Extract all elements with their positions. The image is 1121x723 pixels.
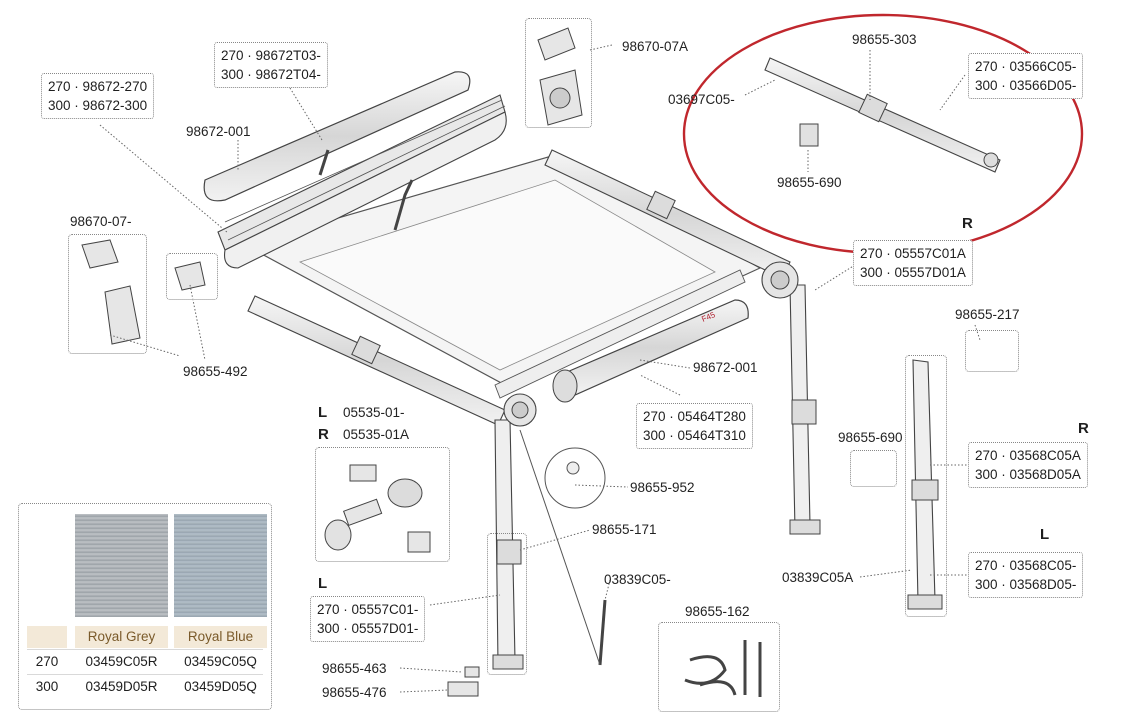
side-L-bar: L bbox=[318, 575, 328, 592]
box-line: 270 · 05557C01- bbox=[317, 602, 419, 617]
label-98655-217: 98655-217 bbox=[955, 307, 1020, 322]
label-98655-303: 98655-303 bbox=[852, 32, 917, 47]
box-line: 270 · 03566C05- bbox=[975, 59, 1077, 74]
frame-spare-leg bbox=[905, 355, 947, 617]
label-03839C05A: 03839C05A bbox=[782, 570, 854, 585]
table-cell: 270 bbox=[35, 654, 59, 669]
support-arm bbox=[764, 57, 1001, 173]
frame-bracket-kit bbox=[315, 447, 450, 562]
side-R-kit: R bbox=[318, 426, 329, 443]
rear-tube bbox=[544, 149, 791, 279]
foot-plate bbox=[447, 681, 479, 697]
label-98670-07: 98670-07- bbox=[70, 214, 132, 229]
leader-lines bbox=[99, 44, 981, 693]
label-98655-171: 98655-171 bbox=[592, 522, 657, 537]
side-L-leg: L bbox=[1040, 526, 1050, 543]
table-cell: 03459C05Q bbox=[184, 654, 257, 669]
table-cell: 03459D05Q bbox=[184, 679, 257, 694]
right-leg bbox=[761, 261, 821, 535]
box-line: 270 · 05464T280 bbox=[643, 409, 746, 424]
swatch-royal-grey bbox=[75, 514, 168, 617]
table-header-royal-blue: Royal Blue bbox=[174, 626, 267, 648]
left-leg bbox=[492, 393, 537, 670]
box-line: 300 · 03566D05- bbox=[975, 78, 1077, 93]
box-line: 300 · 05464T310 bbox=[643, 428, 746, 443]
tie-cord bbox=[519, 429, 601, 666]
front-profile-tube: F45 bbox=[552, 299, 749, 403]
awning-fabric-inner bbox=[298, 179, 716, 371]
label-98655-690-right: 98655-690 bbox=[838, 430, 903, 445]
table-header-cell bbox=[27, 626, 67, 648]
label-98655-492: 98655-492 bbox=[183, 364, 248, 379]
roller-drum bbox=[494, 269, 746, 399]
spare-leg bbox=[907, 359, 943, 610]
box-line: 300 · 98672T04- bbox=[221, 67, 321, 82]
side-L-kit: L bbox=[318, 404, 328, 421]
box-line: 300 · 05557D01- bbox=[317, 621, 419, 636]
table-cell: 03459D05R bbox=[85, 679, 158, 694]
frame-stakes bbox=[658, 622, 780, 712]
label-05535-01A: 05535-01A bbox=[343, 427, 410, 442]
box-arm-top-right: 270 · 03566C05- 300 · 03566D05- bbox=[968, 53, 1084, 99]
bracket-kit bbox=[324, 464, 431, 553]
box-fabric-case-left: 270 · 98672-270 300 · 98672-300 bbox=[41, 73, 155, 119]
box-leg-R: 270 · 03568C05A 300 · 03568D05A bbox=[968, 442, 1088, 488]
frame-cap-top bbox=[525, 18, 592, 128]
label-03839C05: 03839C05- bbox=[604, 572, 671, 587]
box-line: 270 · 05557C01A bbox=[860, 246, 966, 261]
swatch-royal-blue bbox=[174, 514, 267, 617]
box-fabric-case-top: 270 · 98672T03- 300 · 98672T04- bbox=[214, 42, 328, 88]
label-98672-001-top: 98672-001 bbox=[186, 124, 251, 139]
label-98655-463: 98655-463 bbox=[322, 661, 387, 676]
frame-leg-center bbox=[487, 533, 527, 675]
label-03697C05: 03697C05- bbox=[668, 92, 735, 107]
label-98655-162: 98655-162 bbox=[685, 604, 750, 619]
box-line: 300 · 05557D01A bbox=[860, 265, 966, 280]
cassette-cover bbox=[203, 71, 507, 269]
box-front-profile: 270 · 05464T280 300 · 05464T310 bbox=[636, 403, 753, 449]
label-98655-690-top: 98655-690 bbox=[777, 175, 842, 190]
table-cell: 03459C05R bbox=[85, 654, 158, 669]
label-98670-07A: 98670-07A bbox=[622, 39, 689, 54]
box-line: 300 · 03568D05A bbox=[975, 467, 1081, 482]
label-98672-001-mid: 98672-001 bbox=[693, 360, 758, 375]
box-line: 270 · 03568C05- bbox=[975, 558, 1077, 573]
table-cell: 300 bbox=[35, 679, 59, 694]
table-rule bbox=[27, 649, 263, 650]
table-rule bbox=[27, 674, 263, 675]
ground-stakes bbox=[598, 599, 762, 697]
box-line: 300 · 98672-300 bbox=[48, 98, 148, 113]
box-leg-L: 270 · 03568C05- 300 · 03568D05- bbox=[968, 552, 1084, 598]
label-05535-01: 05535-01- bbox=[343, 405, 405, 420]
frame-clip-left bbox=[68, 234, 147, 354]
detail-circle bbox=[544, 447, 606, 509]
side-R-top: R bbox=[962, 215, 973, 232]
side-R-leg: R bbox=[1078, 420, 1089, 437]
frame-part-690 bbox=[850, 450, 897, 487]
box-front-bar-R: 270 · 05557C01A 300 · 05557D01A bbox=[853, 240, 973, 286]
end-cap-parts bbox=[537, 27, 583, 126]
frame-part-217 bbox=[965, 330, 1019, 372]
foot-bolt bbox=[464, 666, 480, 678]
highlight-circle bbox=[682, 13, 1084, 255]
label-98655-476: 98655-476 bbox=[322, 685, 387, 700]
label-98655-952: 98655-952 bbox=[630, 480, 695, 495]
box-line: 300 · 03568D05- bbox=[975, 577, 1077, 592]
box-line: 270 · 03568C05A bbox=[975, 448, 1081, 463]
clip-parts-left bbox=[81, 239, 206, 345]
frame-clip-small bbox=[166, 253, 218, 300]
box-front-bar-L: 270 · 05557C01- 300 · 05557D01- bbox=[310, 596, 426, 642]
fabric-color-table: Royal Grey Royal Blue 270 03459C05R 0345… bbox=[18, 503, 272, 710]
table-header-royal-grey: Royal Grey bbox=[75, 626, 168, 648]
box-line: 270 · 98672-270 bbox=[48, 79, 148, 94]
box-line: 270 · 98672T03- bbox=[221, 48, 321, 63]
